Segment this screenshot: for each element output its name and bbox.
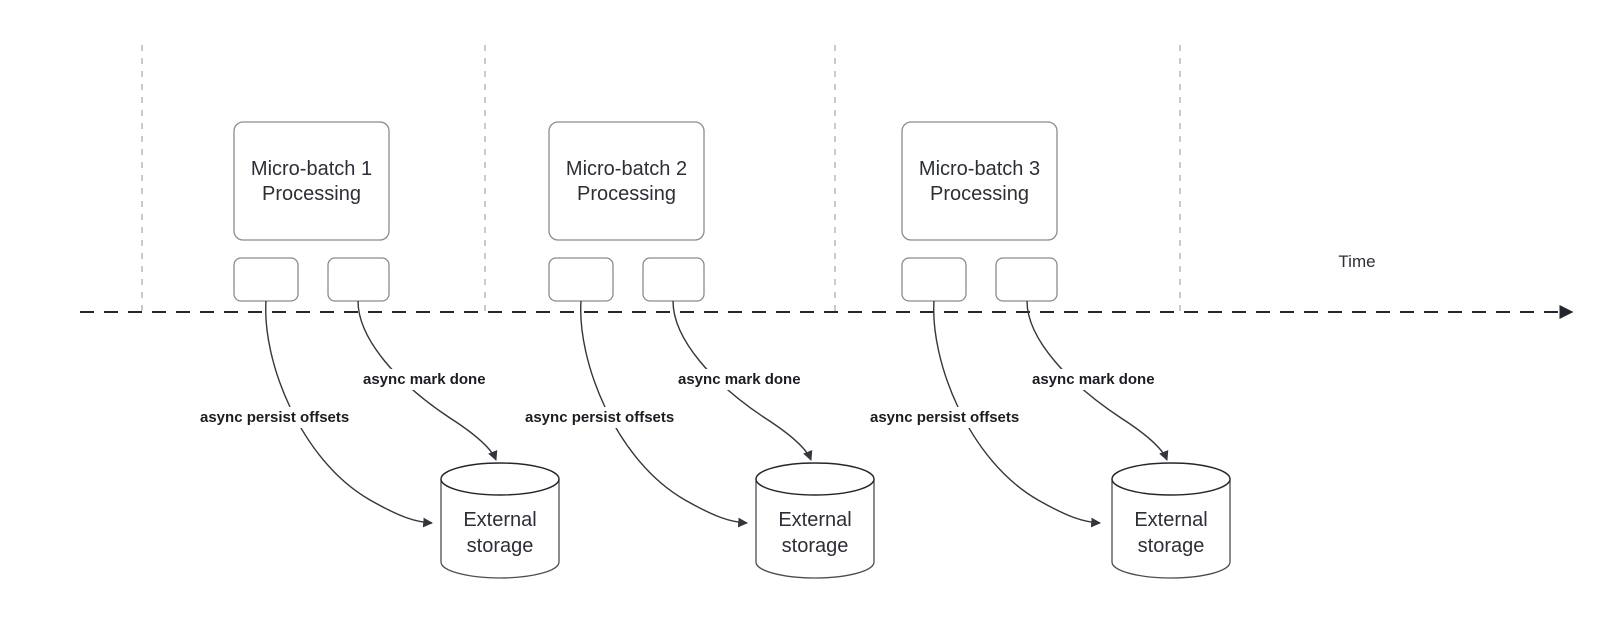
micro-batch-title-1: Micro-batch 1: [251, 158, 372, 180]
persist-offsets-2-label: async persist offsets: [525, 409, 674, 426]
mark-done-2-label-group: async mark done: [675, 368, 804, 390]
mark-done-1-label-group: async mark done: [360, 368, 489, 390]
storage-body-1: [440, 479, 560, 579]
persist-offsets-1-label-backdrop: [197, 406, 353, 428]
task-1b-box: [327, 257, 390, 302]
micro-batch-box-3: [901, 121, 1058, 241]
mark-done-2-label-backdrop: [675, 368, 804, 390]
micro-batch-subtitle-2: Processing: [577, 183, 676, 205]
mark-done-1-edge: [357, 300, 498, 461]
mark-done-3-label: async mark done: [1032, 371, 1155, 388]
time-axis-label: Time: [1338, 252, 1375, 271]
task-3a-box: [901, 257, 967, 302]
storage-top-1: [440, 462, 560, 496]
persist-offsets-2-label-backdrop: [522, 406, 678, 428]
mark-done-3-label-group: async mark done: [1029, 368, 1158, 390]
storage-body-2: [755, 479, 875, 579]
persist-offsets-1-edge: [265, 300, 433, 528]
mark-done-3-edge: [1026, 300, 1169, 461]
micro-batch-title-3: Micro-batch 3: [919, 158, 1040, 180]
micro-batch-subtitle-3: Processing: [930, 183, 1029, 205]
storage-top-3: [1111, 462, 1231, 496]
mark-done-3-label-backdrop: [1029, 368, 1158, 390]
storage-top-2: [755, 462, 875, 496]
mark-done-2-edge: [672, 300, 813, 461]
persist-offsets-3-label-backdrop: [867, 406, 1023, 428]
mark-done-1-label-backdrop: [360, 368, 489, 390]
persist-offsets-3-label-group: async persist offsets: [867, 406, 1023, 428]
micro-batch-box-2: [548, 121, 705, 241]
storage-label-line1-2: External: [778, 509, 851, 531]
task-1a-box: [233, 257, 299, 302]
storage-body-3: [1111, 479, 1231, 579]
micro-batch-subtitle-1: Processing: [262, 183, 361, 205]
storage-label-line2-1: storage: [467, 535, 534, 557]
persist-offsets-3-edge: [933, 300, 1101, 528]
guide-lines: [141, 45, 1181, 312]
storage-label-line1-1: External: [463, 509, 536, 531]
persist-offsets-1-label: async persist offsets: [200, 409, 349, 426]
persist-offsets-1-label-group: async persist offsets: [197, 406, 353, 428]
micro-batch-title-2: Micro-batch 2: [566, 158, 687, 180]
mark-done-1-label: async mark done: [363, 371, 486, 388]
persist-offsets-3-label: async persist offsets: [870, 409, 1019, 426]
task-2a-box: [548, 257, 614, 302]
mark-done-2-label: async mark done: [678, 371, 801, 388]
persist-offsets-2-edge: [580, 300, 748, 528]
micro-batch-box-1: [233, 121, 390, 241]
storage-label-line1-3: External: [1134, 509, 1207, 531]
micro-batch-groups: Micro-batch 1ProcessingExternalstorageMi…: [233, 121, 1231, 579]
task-3b-box: [995, 257, 1058, 302]
edge-labels: async persist offsets async mark done asyn…: [197, 368, 1158, 428]
persist-offsets-2-label-group: async persist offsets: [522, 406, 678, 428]
storage-label-line2-3: storage: [1138, 535, 1205, 557]
storage-label-line2-2: storage: [782, 535, 849, 557]
task-2b-box: [642, 257, 705, 302]
